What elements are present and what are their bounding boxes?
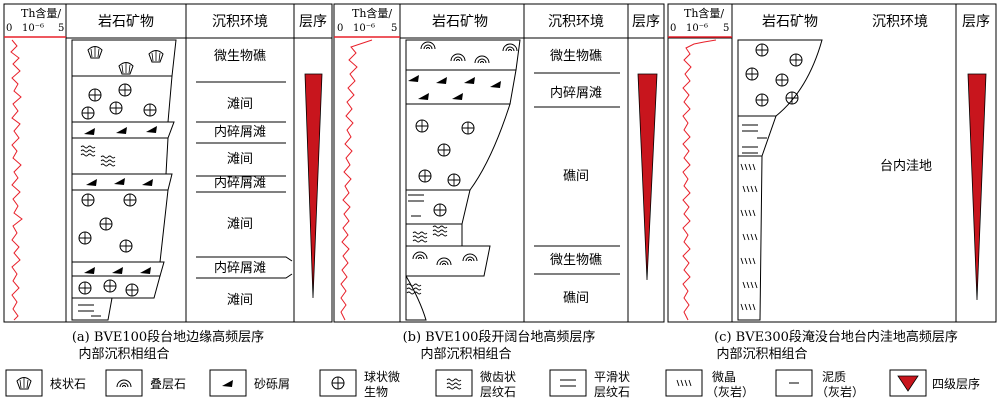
lithology-column: [71, 39, 177, 321]
legend-label: 四级层序: [932, 376, 980, 391]
panel-b: Th含量/ 0 10⁻⁶ 5 岩石矿物 沉积环境 层序 微生物礁 内碎屑滩: [333, 3, 665, 362]
th-header-label: Th含量/: [352, 6, 392, 20]
smooth-lamina-icon: [559, 379, 577, 387]
th-curve: [10, 39, 23, 321]
environment-label: 内碎屑滩: [214, 124, 266, 140]
th-header-min: 0: [670, 23, 676, 34]
panel-caption: (c) BVE300段淹没台地台内洼地高频层序: [714, 329, 958, 345]
legend-label-line2: （灰岩）: [706, 384, 754, 399]
lithology-column: [737, 39, 823, 321]
panel-b-frame: [333, 3, 665, 323]
legend-label-line2: （灰岩）: [816, 384, 864, 399]
environment-label: 滩间: [227, 97, 253, 112]
legend-label-line2: 层纹石: [480, 385, 516, 399]
sequence-triangle-icon: [897, 375, 919, 392]
th-header-min: 0: [337, 23, 343, 34]
sequence-header: 层序: [632, 14, 660, 30]
panel-c: Th含量/ 0 10⁻⁶ 5 岩石矿物 沉积环境 层序 台内洼地 (c) BVE…: [667, 3, 997, 362]
panel-c-frame: [667, 3, 997, 323]
th-header-label: Th含量/: [684, 6, 724, 20]
legend-label: 砂砾屑: [254, 377, 290, 391]
lithology-column: [405, 39, 521, 321]
sequence-header: 层序: [962, 14, 990, 30]
legend-item-smooth-lamina: 平滑状 层纹石: [549, 369, 630, 399]
micrite-icon: [676, 379, 692, 387]
environment-label: 滩间: [227, 293, 253, 308]
legend-label: 平滑状: [594, 370, 630, 384]
environment-boundary: [196, 273, 293, 279]
environment-label: 微生物礁: [214, 48, 266, 64]
environment-label: 滩间: [227, 152, 253, 167]
lithology-header: 岩石矿物: [432, 14, 488, 30]
panel-caption-line2: 内部沉积相组合: [78, 346, 169, 362]
panel-caption-line2: 内部沉积相组合: [420, 346, 511, 362]
sequence-triangle: [967, 73, 987, 301]
intraclast-icon: [222, 380, 233, 387]
legend-label: 微晶: [712, 370, 736, 384]
th-header-min: 0: [6, 23, 12, 34]
legend-item-micrite: 微晶 （灰岩）: [665, 369, 754, 399]
lithology-header: 岩石矿物: [762, 14, 818, 30]
environment-boundary: [196, 256, 293, 262]
environment-label: 内碎屑滩: [214, 175, 266, 191]
panel-a: Th含量/ 0 10⁻⁶ 5 岩石矿物 沉积环境 层序: [3, 3, 333, 362]
environment-label: 礁间: [563, 168, 589, 184]
panel-caption-line2: 内部沉积相组合: [716, 346, 807, 362]
th-header-label: Th含量/: [21, 6, 61, 20]
legend: 枝状石 叠层石 砂砾屑 球状微 生物 微齿状 层纹石 平滑状 层: [5, 369, 980, 399]
panel-caption: (b) BVE100段开阔台地高频层序: [403, 329, 596, 345]
sequence-triangle: [304, 73, 323, 299]
lithology-header: 岩石矿物: [98, 14, 154, 30]
stromatolite-icon: [116, 379, 132, 388]
environment-label: 微生物礁: [550, 252, 602, 268]
legend-item-sequence: 四级层序: [889, 369, 980, 397]
legend-label: 泥质: [822, 370, 846, 384]
th-header-unit: 10⁻⁶: [22, 23, 44, 34]
ooid-icon: [331, 376, 345, 390]
th-header-unit: 10⁻⁶: [686, 23, 708, 34]
environment-label: 台内洼地: [880, 158, 932, 174]
environment-header: 沉积环境: [872, 14, 928, 30]
legend-item-intraclast: 砂砾屑: [209, 369, 290, 397]
th-header-max: 5: [391, 23, 397, 34]
legend-item-dendrolite: 枝状石: [5, 369, 86, 397]
legend-label-line2: 生物: [364, 385, 388, 399]
environment-label: 内碎屑滩: [550, 85, 602, 101]
legend-item-argillaceous: 泥质 （灰岩）: [775, 369, 864, 399]
th-curve: [340, 39, 373, 321]
legend-label: 球状微: [364, 370, 400, 384]
environment-label: 微生物礁: [550, 48, 602, 64]
environment-header: 沉积环境: [212, 14, 268, 30]
dendrolite-icon: [16, 377, 32, 390]
legend-item-ooid: 球状微 生物: [319, 369, 400, 399]
legend-label-line2: 层纹石: [594, 385, 630, 399]
panel-caption: (a) BVE100段台地边缘高频层序: [72, 329, 264, 345]
legend-item-wavy-lamina: 微齿状 层纹石: [435, 369, 516, 399]
th-header-max: 5: [723, 23, 729, 34]
environment-header: 沉积环境: [548, 14, 604, 30]
sequence-header: 层序: [299, 14, 327, 30]
sequence-triangle: [637, 73, 658, 281]
environment-label: 礁间: [563, 290, 589, 306]
th-header-max: 5: [58, 23, 64, 34]
legend-item-stromatolite: 叠层石: [105, 369, 186, 397]
legend-label: 叠层石: [150, 377, 186, 391]
th-header-unit: 10⁻⁶: [353, 23, 375, 34]
wavy-lamina-icon: [446, 378, 462, 390]
legend-label: 微齿状: [480, 370, 516, 384]
environment-label: 内碎屑滩: [214, 260, 266, 276]
th-curve: [682, 39, 717, 321]
panel-a-frame: [3, 3, 333, 323]
environment-label: 滩间: [227, 217, 253, 232]
legend-label: 枝状石: [50, 376, 86, 391]
